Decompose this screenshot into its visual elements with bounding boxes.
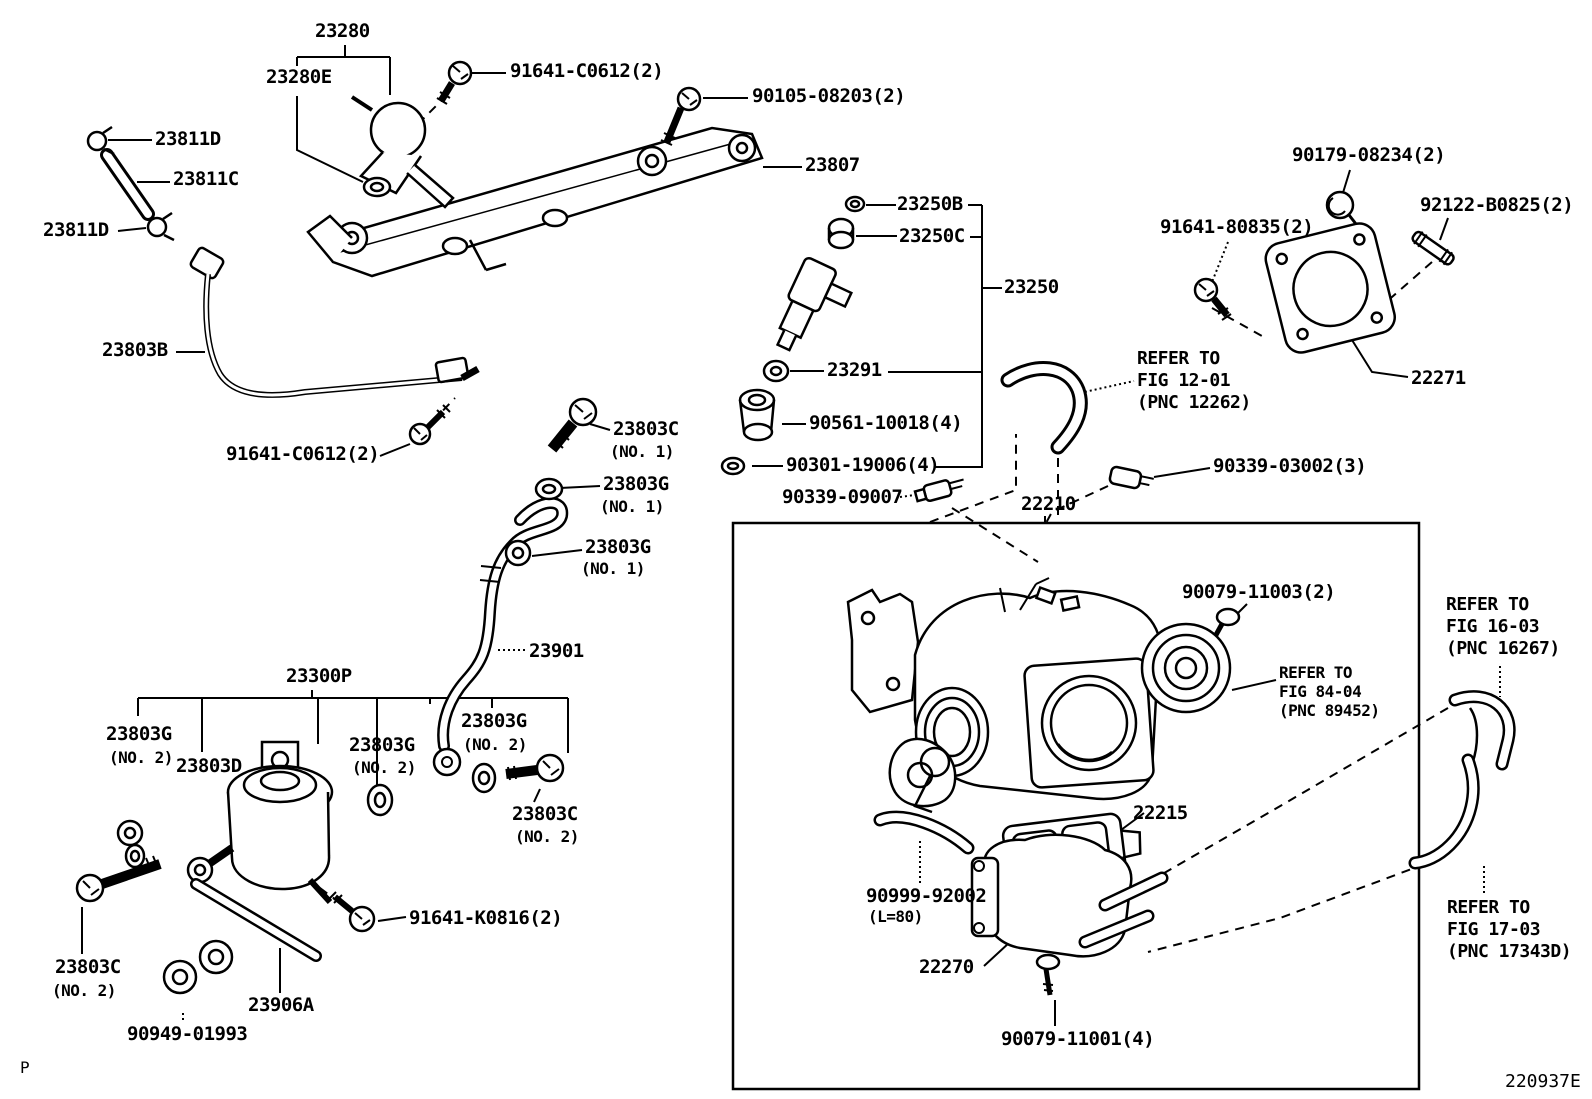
part-sublabel-no1: (NO. 1)	[600, 497, 664, 516]
part-label-23291: 23291	[827, 359, 882, 381]
part-label-23906a: 23906A	[248, 994, 314, 1016]
refer-line: REFER TO	[1279, 663, 1353, 682]
leader-lines	[81, 45, 1449, 1026]
refer-line: REFER TO	[1447, 897, 1530, 918]
part-label-23803d: 23803D	[176, 755, 242, 777]
part-label-90339-03002: 90339-03002(3)	[1213, 455, 1367, 477]
throttle-body-drawing	[846, 577, 1232, 814]
dotted-leader-lines	[182, 241, 1501, 1022]
refer-line: (PNC 17343D)	[1447, 941, 1572, 962]
part-label-23803g-no1-b: 23803G	[585, 536, 651, 558]
part-label-90079-11001: 90079-11001(4)	[1001, 1028, 1155, 1050]
refer-note-fig-17-03: REFER TO FIG 17-03 (PNC 17343D)	[1447, 897, 1572, 963]
refer-line: FIG 84-04	[1279, 682, 1362, 701]
part-label-23803c-no2-b: 23803C	[55, 956, 121, 978]
page-marker: P	[20, 1058, 30, 1077]
part-label-22215: 22215	[1133, 802, 1188, 824]
part-label-90105-08203: 90105-08203(2)	[752, 85, 906, 107]
part-label-23280: 23280	[315, 20, 370, 42]
part-sublabel-no2: (NO. 2)	[463, 735, 527, 754]
part-sublabel-no2: (NO. 2)	[109, 748, 173, 767]
hose-23901-drawing	[432, 497, 569, 777]
refer-line: FIG 17-03	[1447, 919, 1541, 940]
hose-23811-drawing	[86, 125, 175, 242]
part-label-23803b: 23803B	[102, 339, 168, 361]
gasket-22271-drawing	[1264, 222, 1396, 354]
refer-line: (PNC 12262)	[1137, 392, 1251, 413]
hose-90999-drawing	[873, 810, 975, 855]
part-sublabel-no1: (NO. 1)	[581, 559, 645, 578]
part-label-23803c-no2-a: 23803C	[512, 803, 578, 825]
part-label-22271: 22271	[1411, 367, 1466, 389]
pressure-regulator-drawing	[350, 95, 455, 209]
valve-22270-drawing	[970, 833, 1169, 958]
part-sublabel-no2: (NO. 2)	[352, 758, 416, 777]
part-label-23811d-b: 23811D	[43, 219, 109, 241]
hose-fig12-drawing	[1000, 361, 1088, 455]
part-label-23803g-no2-b: 23803G	[349, 734, 415, 756]
throttle-detail-box	[731, 521, 1421, 1091]
part-label-90999-92002: 90999-92002	[866, 885, 987, 907]
refer-line: FIG 12-01	[1137, 370, 1231, 391]
part-label-23803g-no2-a: 23803G	[106, 723, 172, 745]
refer-note-fig-16-03: REFER TO FIG 16-03 (PNC 16267)	[1446, 594, 1560, 660]
refer-line: REFER TO	[1446, 594, 1529, 615]
grommet-90949-drawing	[162, 939, 234, 995]
part-sublabel-no2: (NO. 2)	[515, 827, 579, 846]
fuel-filter-23300p-drawing	[186, 740, 334, 905]
fastener-drawings	[75, 60, 1455, 996]
part-sublabel-no1: (NO. 1)	[610, 442, 674, 461]
part-label-90561-10018: 90561-10018(4)	[809, 412, 963, 434]
part-label-91641-c0612-b: 91641-C0612(2)	[226, 443, 380, 465]
part-label-23901: 23901	[529, 640, 584, 662]
part-label-91641-c0612-a: 91641-C0612(2)	[510, 60, 664, 82]
drawing-code: 220937E	[1505, 1071, 1581, 1092]
part-label-90301-19006: 90301-19006(4)	[786, 454, 940, 476]
part-label-22270: 22270	[919, 956, 974, 978]
refer-line: (PNC 89452)	[1279, 701, 1380, 720]
refer-line: (PNC 16267)	[1446, 638, 1560, 659]
part-label-91641-80835: 91641-80835(2)	[1160, 216, 1314, 238]
part-label-23280e: 23280E	[266, 66, 332, 88]
tube-23906a-drawing	[190, 878, 322, 962]
part-label-23250: 23250	[1004, 276, 1059, 298]
injector-23250-drawing	[720, 195, 866, 476]
part-sublabel-no2: (NO. 2)	[52, 981, 116, 1000]
refer-line: FIG 16-03	[1446, 616, 1540, 637]
part-label-23803g-no2-c: 23803G	[461, 710, 527, 732]
part-label-23811c: 23811C	[173, 168, 239, 190]
part-label-91641-k0816: 91641-K0816(2)	[409, 907, 563, 929]
pipe-23803b-drawing	[189, 246, 480, 398]
part-label-22210: 22210	[1021, 493, 1076, 515]
refer-note-fig-12-01: REFER TO FIG 12-01 (PNC 12262)	[1137, 348, 1251, 414]
hose-fig16-drawing	[1448, 690, 1516, 771]
part-sublabel-l80: (L=80)	[868, 907, 923, 926]
part-label-90339-09007: 90339-09007	[782, 486, 903, 508]
part-label-90949-01993: 90949-01993	[127, 1023, 248, 1045]
sensor-90339-drawings	[913, 465, 1154, 503]
refer-note-fig-84-04: REFER TO FIG 84-04 (PNC 89452)	[1279, 663, 1380, 720]
part-label-92122-b0825: 92122-B0825(2)	[1420, 194, 1574, 216]
part-label-23250b: 23250B	[897, 193, 963, 215]
part-label-23300p: 23300P	[286, 665, 352, 687]
part-label-23803g-no1-a: 23803G	[603, 473, 669, 495]
hose-fig17-drawing	[1408, 753, 1480, 870]
part-label-90179-08234: 90179-08234(2)	[1292, 144, 1446, 166]
fuel-rail-drawing	[306, 126, 764, 278]
part-label-23803c-no1: 23803C	[613, 418, 679, 440]
washer-drawings	[116, 477, 564, 869]
part-label-23811d-a: 23811D	[155, 128, 221, 150]
refer-line: REFER TO	[1137, 348, 1220, 369]
part-label-23250c: 23250C	[899, 225, 965, 247]
part-label-23807: 23807	[805, 154, 860, 176]
part-label-90079-11003: 90079-11003(2)	[1182, 581, 1336, 603]
